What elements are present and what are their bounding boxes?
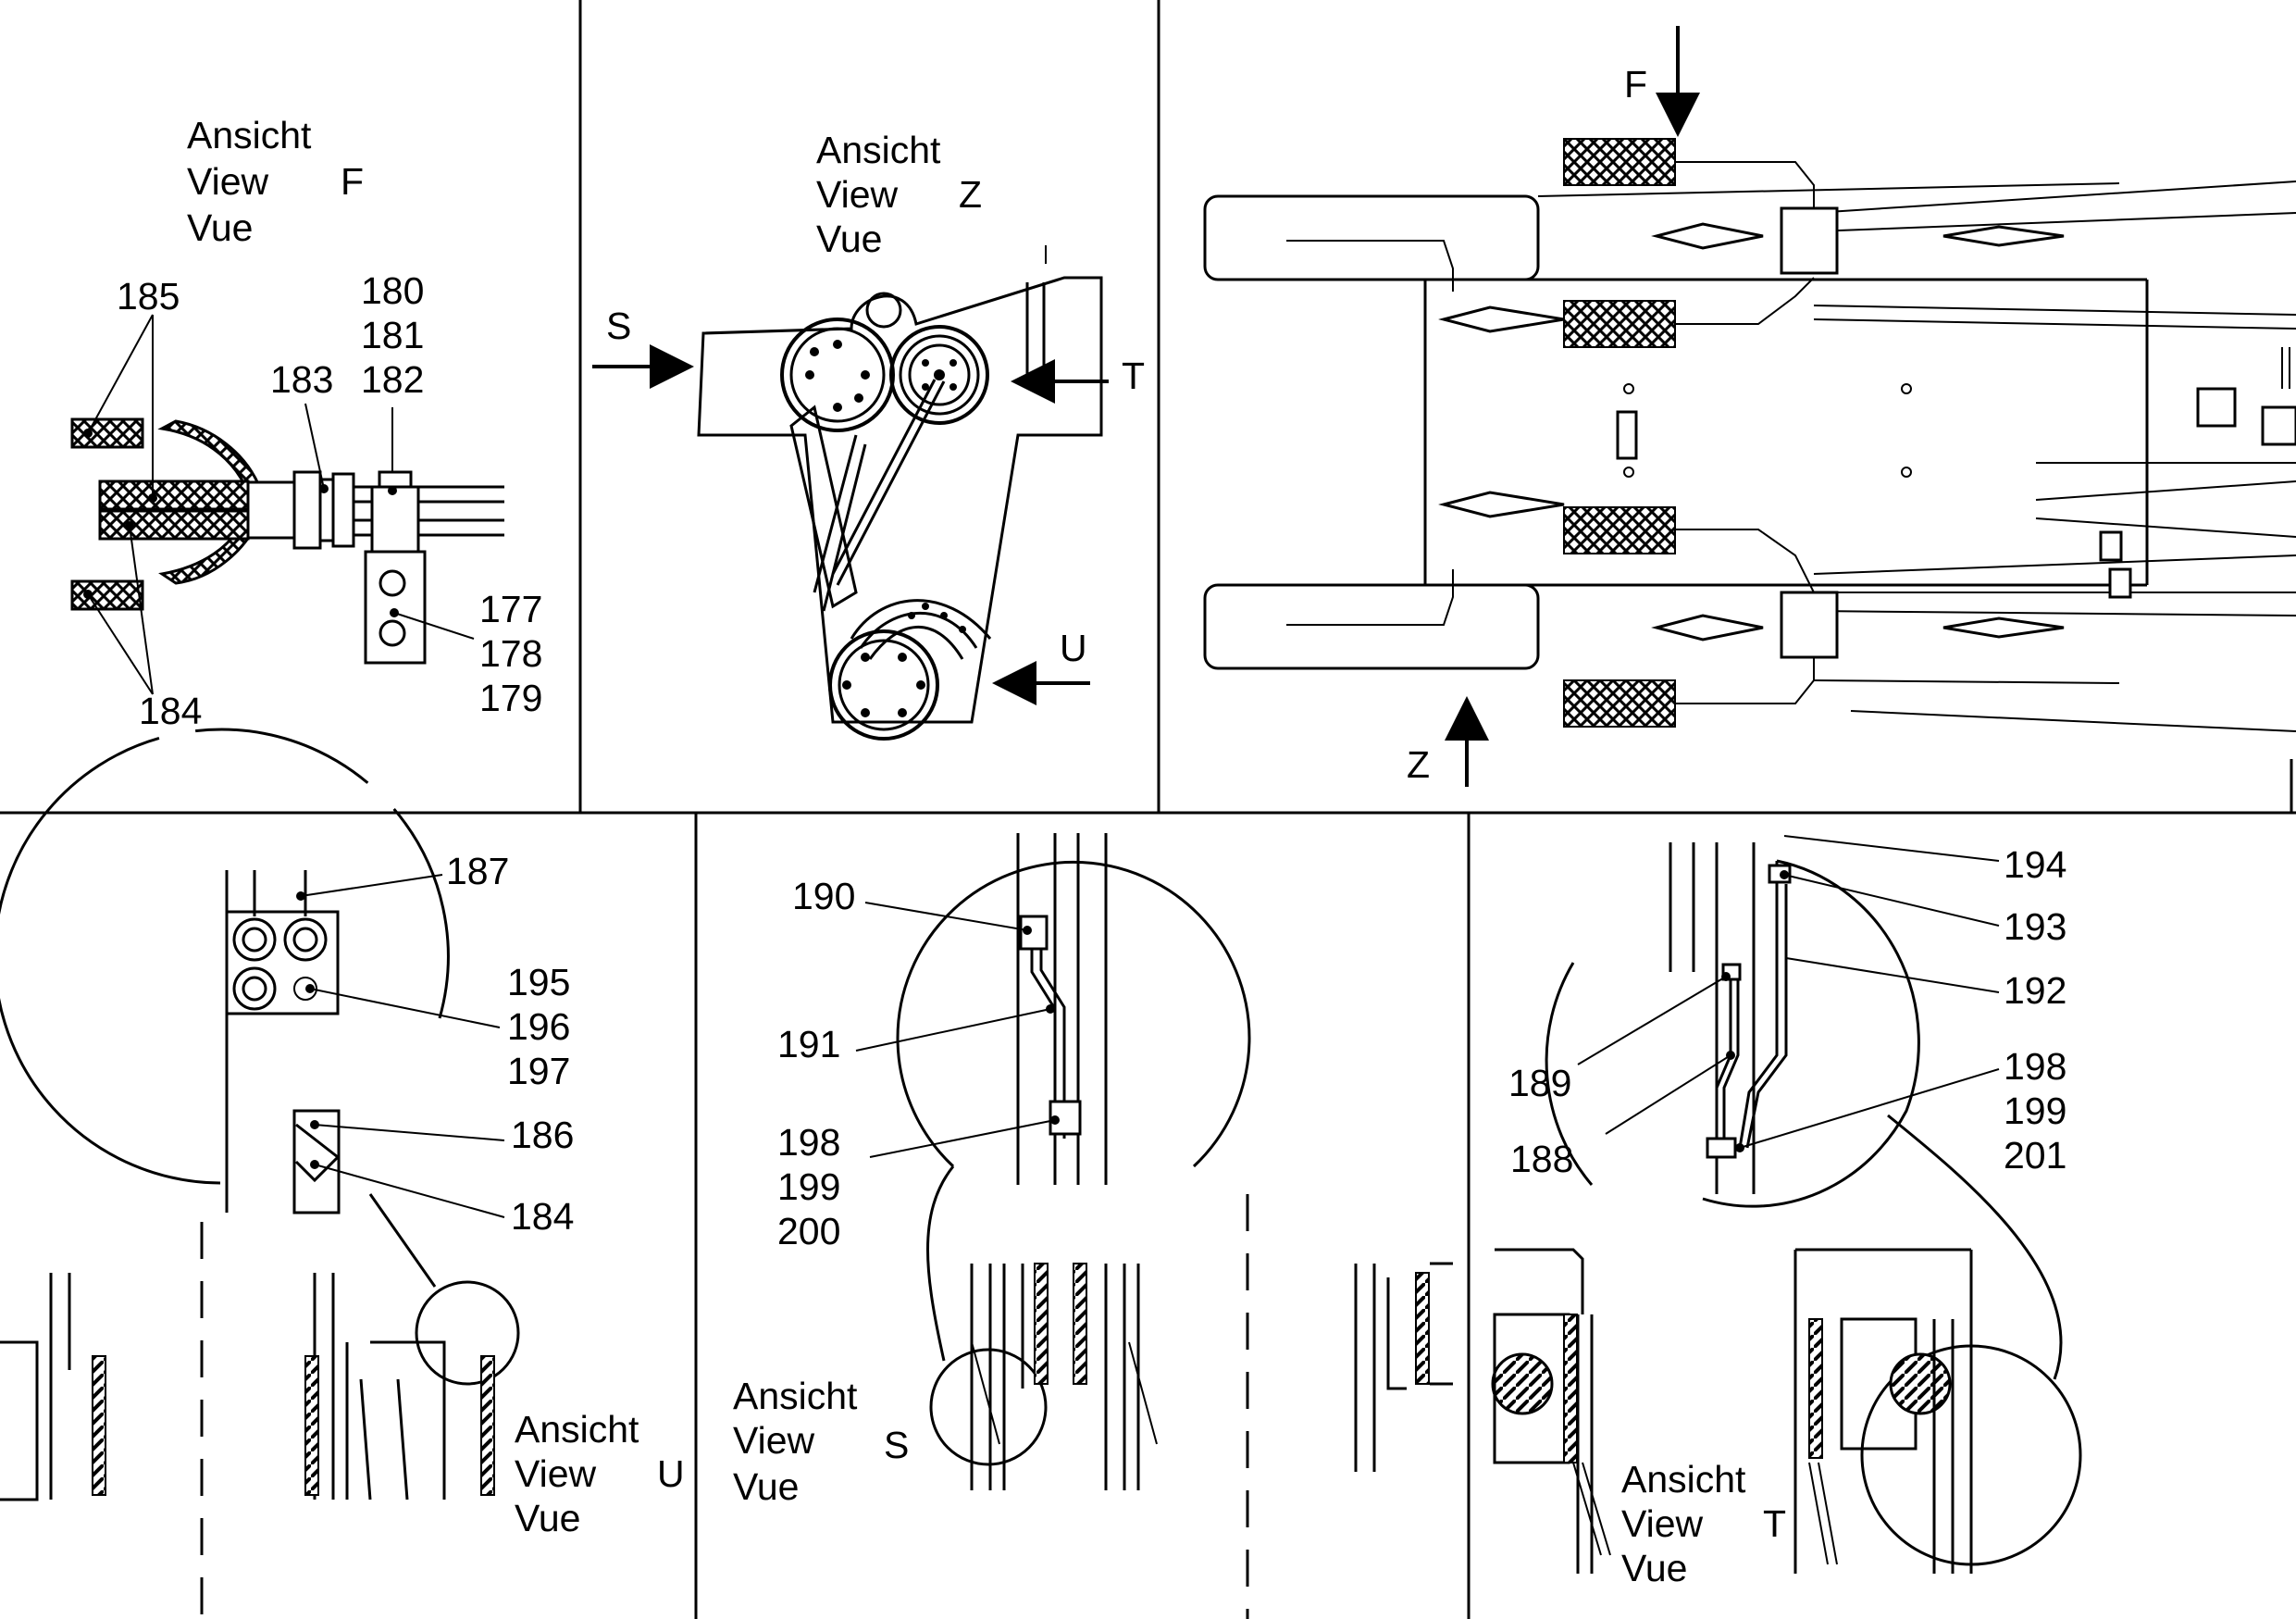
- callout-177: 177: [479, 588, 542, 630]
- callout-189: 189: [1508, 1062, 1571, 1104]
- arrow-label-s: S: [606, 305, 631, 347]
- callout-199-t: 199: [2004, 1090, 2066, 1132]
- panel-view-z: Ansicht View Z Vue: [592, 129, 1145, 741]
- view-u-detail-circle: [0, 728, 450, 1214]
- arrow-label-z: Z: [1407, 743, 1430, 786]
- hose-mid-1: [98, 479, 250, 511]
- hose-branch-top: [157, 419, 262, 488]
- view-z-drawing: [697, 245, 1103, 741]
- view-s-detail-circle: [896, 833, 1251, 1185]
- view-z-title-line2: View: [816, 173, 899, 216]
- callout-185: 185: [117, 275, 180, 318]
- panel-view-s: 190 191 198 199 200 Ansicht View S Vue: [733, 833, 1453, 1619]
- top-view-drawing: [1203, 138, 2296, 732]
- view-t-assembly-left: [1491, 1248, 1611, 1574]
- callout-181: 181: [361, 314, 424, 356]
- view-f-title-line2: View: [187, 160, 269, 203]
- panel-view-f: Ansicht View F Vue: [70, 114, 542, 732]
- callout-179: 179: [479, 677, 542, 719]
- arrow-label-t: T: [1122, 355, 1145, 397]
- view-u-title-line2: View: [515, 1452, 597, 1495]
- view-u-title-line1: Ansicht: [515, 1408, 639, 1451]
- view-t-title-line1: Ansicht: [1621, 1458, 1746, 1501]
- view-f-leaders: [83, 314, 475, 695]
- hose-mid-2: [98, 509, 250, 541]
- arrow-label-u: U: [1060, 627, 1087, 669]
- view-u-assemblies: [0, 1273, 495, 1501]
- view-f-letter: F: [341, 160, 364, 203]
- callout-196: 196: [507, 1005, 570, 1048]
- callout-192: 192: [2004, 969, 2066, 1012]
- view-t-detail-circle: [1545, 842, 1920, 1208]
- arrow-label-f: F: [1624, 63, 1647, 106]
- view-t-title-line2: View: [1621, 1502, 1704, 1545]
- callout-186: 186: [511, 1114, 574, 1156]
- panel-view-u: 187 195 196 197 186 184 Ansicht View U V…: [0, 728, 685, 1619]
- callout-182: 182: [361, 358, 424, 401]
- view-s-title-line3: Vue: [733, 1465, 799, 1508]
- callout-193: 193: [2004, 905, 2066, 948]
- view-t-letter: T: [1763, 1502, 1786, 1545]
- callout-178: 178: [479, 632, 542, 675]
- callout-191: 191: [777, 1023, 840, 1065]
- callout-187: 187: [446, 850, 509, 892]
- hose-end-lower: [70, 579, 144, 611]
- view-t-title-line3: Vue: [1621, 1547, 1687, 1589]
- view-t-assembly-right: [1793, 1248, 1973, 1574]
- view-f-title-line1: Ansicht: [187, 114, 312, 156]
- callout-200: 200: [777, 1210, 840, 1252]
- view-s-side-assembly: [1354, 1262, 1453, 1472]
- callout-180: 180: [361, 269, 424, 312]
- callout-183: 183: [270, 358, 333, 401]
- panel-top-view: F Z: [1203, 26, 2296, 787]
- hose-end-upper: [70, 417, 144, 449]
- view-s-assembly: [970, 1263, 1158, 1490]
- view-u-title-line3: Vue: [515, 1497, 580, 1539]
- view-u-letter: U: [657, 1452, 685, 1495]
- view-z-letter: Z: [959, 173, 982, 216]
- view-z-title-line1: Ansicht: [816, 129, 941, 171]
- callout-199-s: 199: [777, 1165, 840, 1208]
- callout-184-u: 184: [511, 1195, 574, 1238]
- callout-197: 197: [507, 1050, 570, 1092]
- callout-198-t: 198: [2004, 1045, 2066, 1088]
- view-f-drawing: [70, 417, 504, 665]
- panel-view-t: 194 193 192 189 188 198 199 201 Ansicht …: [1491, 835, 2082, 1589]
- callout-195: 195: [507, 961, 570, 1003]
- view-s-letter: S: [884, 1424, 909, 1466]
- view-s-title-line2: View: [733, 1419, 815, 1462]
- callout-188: 188: [1510, 1138, 1573, 1180]
- view-z-title-line3: Vue: [816, 218, 882, 260]
- callout-198-s: 198: [777, 1121, 840, 1164]
- callout-194: 194: [2004, 843, 2066, 886]
- callout-190: 190: [792, 875, 855, 917]
- callout-184: 184: [139, 690, 202, 732]
- view-f-title-line3: Vue: [187, 206, 253, 249]
- callout-201: 201: [2004, 1134, 2066, 1177]
- view-s-title-line1: Ansicht: [733, 1375, 858, 1417]
